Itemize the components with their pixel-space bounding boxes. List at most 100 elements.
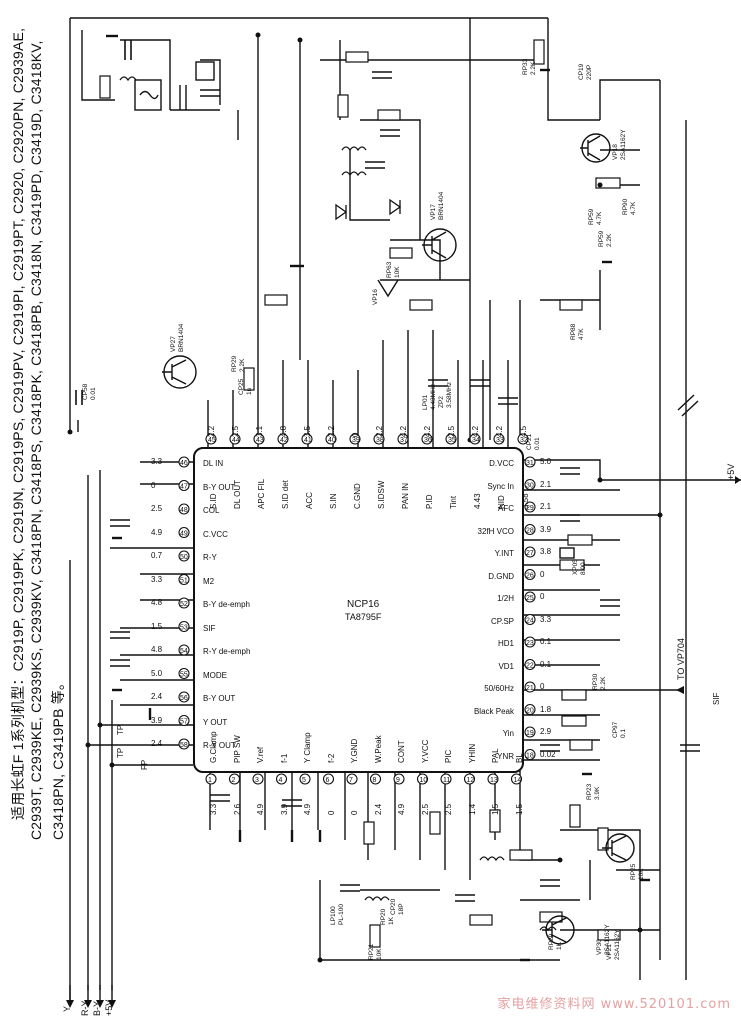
- component-ref: ZP2: [438, 396, 445, 408]
- ic-pin-name: C.GND: [353, 483, 362, 509]
- ic-pin: [252, 773, 264, 785]
- component-ref: RP21: [368, 943, 375, 960]
- ic-pin: [205, 433, 217, 445]
- component-value: 4.7K: [596, 211, 603, 225]
- ic-pin: [178, 620, 190, 633]
- ic-pin-name: Tint: [449, 495, 458, 509]
- ic-pin-number: 25: [526, 595, 534, 602]
- ic-pin-voltage: 2.4: [373, 803, 383, 815]
- ic-pin: [524, 478, 536, 491]
- ic-pin: [524, 456, 536, 468]
- component-value: 2.2K: [606, 233, 613, 247]
- ic-pin-number: 20: [526, 708, 534, 715]
- ic-pin-number: 35: [448, 437, 456, 444]
- ic-pin-name: D.VCC: [489, 459, 514, 468]
- ic-pin-number: 45: [208, 437, 216, 444]
- ic-pin-name: 1/2H: [497, 594, 514, 603]
- ic-pin-voltage: 3.3: [151, 457, 163, 466]
- ic-pin-voltage: 2.2: [207, 425, 216, 437]
- ic-pin-name: 4.43: [473, 493, 482, 509]
- ic-pin-number: 33: [496, 437, 504, 444]
- ic-pin-number: 53: [180, 625, 188, 632]
- ic-pin: [393, 773, 405, 785]
- component-value: 3.9K: [594, 786, 601, 800]
- component-ref: RP29: [231, 355, 238, 372]
- component-value: 0.01: [90, 387, 97, 400]
- ic-pin-number: 46: [180, 460, 188, 467]
- ic-pin: [524, 501, 536, 513]
- ic-pin-name: DL IN: [203, 459, 224, 468]
- ic-pin: [275, 773, 288, 785]
- ic-pin-number: 12: [467, 777, 475, 784]
- ic-pin-voltage: 2.5: [420, 803, 430, 815]
- component-value: BRN1404: [178, 323, 185, 352]
- ic-pin: [178, 644, 190, 656]
- ic-pin: [277, 433, 289, 445]
- ic-pin-voltage: 2.1: [540, 502, 552, 511]
- ic-pin: [178, 573, 190, 586]
- model-line-3: C3418PN, C3419PB 等。: [50, 675, 66, 840]
- ic-pin-number: 10: [420, 777, 428, 784]
- ic-pin-number: 55: [180, 672, 188, 679]
- ic-part-number: TA8795F: [345, 612, 382, 622]
- ic-pin-voltage: 4.2: [471, 425, 480, 437]
- ic-pin-voltage: 0: [540, 592, 545, 601]
- ic-pin-name: PAL: [491, 748, 500, 763]
- ic-pin-name: 3.58: [521, 493, 530, 509]
- ic-ref: NCP16: [347, 599, 380, 610]
- ic-pin-voltage: 1.4: [467, 803, 477, 815]
- supply-5v-right-label: +5V: [726, 463, 736, 480]
- ic-pin-voltage: 2.2: [327, 425, 336, 437]
- ic-pin-number: 7: [349, 777, 353, 784]
- ic-pin: [397, 433, 409, 445]
- ic-pin-voltage: 2.5: [447, 425, 456, 437]
- ic-pin-number: 52: [180, 601, 188, 608]
- sif-label: SIF: [712, 692, 721, 705]
- ic-pin-name: S.ID det: [281, 480, 290, 509]
- ic-pin: [524, 748, 536, 761]
- ic-pin-name: Y.INT: [494, 549, 514, 558]
- ic-pin-voltage: 1.8: [540, 704, 552, 714]
- test-point-label-1: TP: [116, 724, 125, 735]
- ic-pin-name: MODE: [203, 670, 227, 680]
- ic-pin: [463, 773, 476, 785]
- component-ref: RP20: [380, 908, 387, 925]
- ic-pin: [510, 773, 523, 785]
- output-by-label: B-Y: [92, 1000, 102, 1016]
- ic-pin-voltage: 4.8: [151, 645, 163, 654]
- ic-pin-number: 28: [526, 528, 534, 535]
- ic-pin-number: 51: [180, 578, 188, 585]
- ic-pin-name: S.IN: [329, 493, 338, 509]
- ic-pin-voltage: 4.2: [423, 425, 432, 437]
- ic-pin: [445, 433, 457, 445]
- component-value: 18P: [398, 903, 405, 915]
- component-ref: RP88: [570, 323, 577, 340]
- ic-pin-number: 9: [396, 777, 400, 784]
- ic-pin-voltage: 2.5: [231, 425, 240, 437]
- component-value: 4.7K: [630, 201, 637, 215]
- ic-pin-name: R-Y OUT: [203, 741, 236, 750]
- component-ref: XP05: [572, 559, 579, 575]
- ic-pin-name: CP.SP: [491, 616, 514, 626]
- ic-pin-number: 57: [180, 719, 188, 726]
- component-value: 1K: [556, 942, 563, 950]
- ic-pin: [253, 433, 265, 445]
- ic-pin-name: Black Peak: [473, 706, 514, 716]
- ic-pin-number: 21: [526, 685, 534, 692]
- ic-pin-number: 44: [232, 437, 240, 444]
- ic-pin: [178, 526, 190, 539]
- ic-pin-name: AFC: [498, 504, 514, 513]
- component-value: 1u: [246, 387, 253, 395]
- ic-pin-number: 3: [255, 777, 259, 784]
- ic-pin-voltage: 2.4: [151, 692, 163, 701]
- component-ref: RP59: [588, 208, 595, 225]
- ic-pin-voltage: 0.1: [540, 637, 552, 646]
- ic-pin-number: 58: [180, 742, 188, 749]
- ic-pin-number: 14: [514, 777, 522, 784]
- ic-pin-number: 36: [424, 437, 432, 444]
- ic-pin-voltage: 2.9: [540, 727, 552, 736]
- ic-pin: [517, 433, 529, 445]
- ic-pin-voltage: 3.1: [255, 425, 264, 437]
- ic-pin: [229, 433, 241, 445]
